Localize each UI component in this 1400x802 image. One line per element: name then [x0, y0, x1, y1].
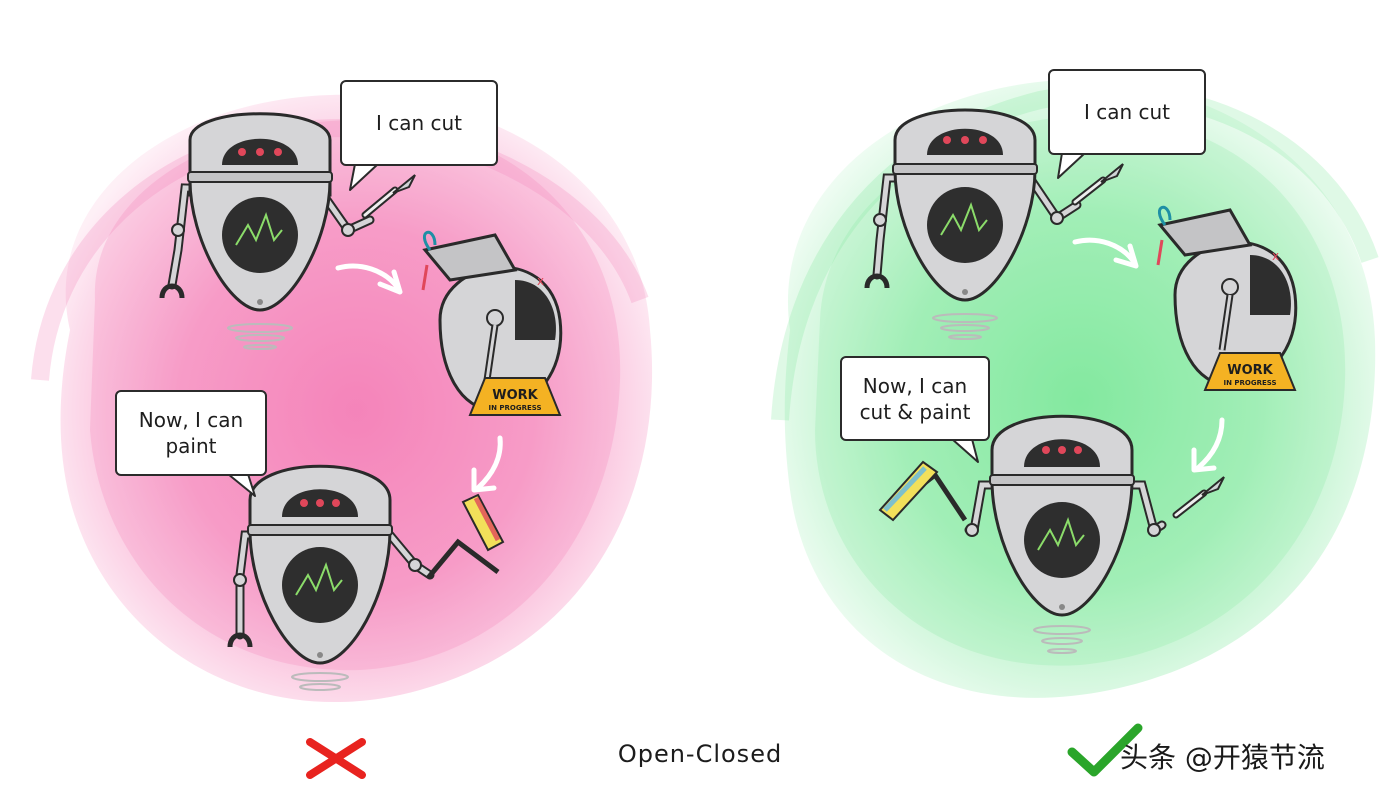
- speech-tail-paint-left: [227, 473, 256, 497]
- arrow-top-to-middle-right: [1072, 237, 1139, 269]
- sign-text-work-right: WORK: [1227, 363, 1273, 378]
- work-in-progress-sign-left: WORK IN PROGRESS: [468, 377, 562, 416]
- scalpel-icon: [1071, 163, 1124, 206]
- arrow-middle-to-bottom-left: [471, 435, 503, 493]
- sign-text-progress-left: IN PROGRESS: [488, 404, 541, 412]
- cross-icon: [306, 738, 366, 779]
- scalpel-icon: [361, 174, 416, 219]
- robot-painter-left: [227, 464, 435, 691]
- check-icon: [1067, 723, 1143, 777]
- arrow-middle-to-bottom-right: [1191, 417, 1225, 473]
- watermark: 头条 @开猿节流: [1120, 741, 1325, 774]
- svg-text:x: x: [1272, 249, 1279, 263]
- sign-text-work-left: WORK: [492, 388, 538, 403]
- svg-text:x: x: [537, 274, 544, 288]
- speech-tail-cut-left: [349, 163, 379, 191]
- robot-under-repair-right: x: [1156, 205, 1298, 387]
- robot-cutter-left: [159, 112, 375, 350]
- robot-cut-and-paint-right: [964, 414, 1167, 654]
- speech-bubble-paint-right: Now, I can cut & paint: [840, 356, 990, 441]
- robot-cutter-right: [864, 108, 1082, 340]
- robot-under-repair-left: x: [421, 230, 563, 412]
- paint-roller-icon: [426, 493, 505, 580]
- speech-tail-paint-right: [951, 438, 979, 463]
- arrow-top-to-middle-left: [335, 263, 403, 295]
- diagram-caption: Open-Closed: [617, 740, 783, 768]
- speech-bubble-paint-left: Now, I can paint: [115, 390, 267, 476]
- paint-roller-icon: [878, 460, 968, 522]
- speech-tail-cut-right: [1057, 152, 1086, 179]
- speech-bubble-cut-right: I can cut: [1048, 69, 1206, 155]
- sign-text-progress-right: IN PROGRESS: [1223, 379, 1276, 387]
- speech-bubble-cut-left: I can cut: [340, 80, 498, 166]
- work-in-progress-sign-right: WORK IN PROGRESS: [1203, 352, 1297, 391]
- scalpel-icon: [1172, 476, 1225, 519]
